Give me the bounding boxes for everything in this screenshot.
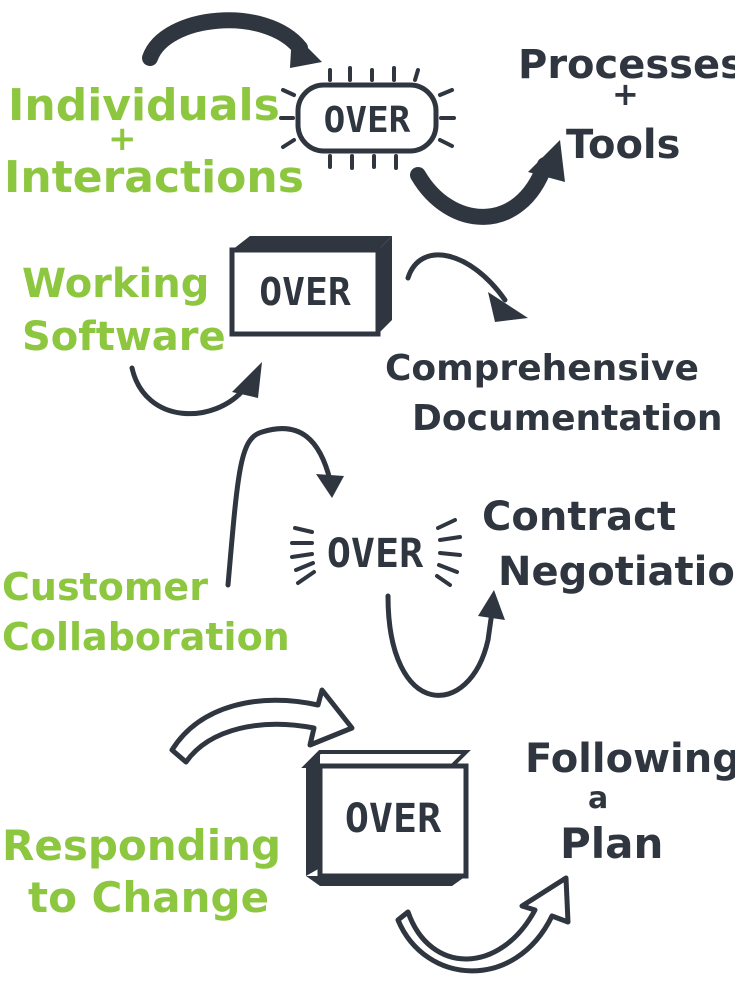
value-row-4: OVER Responding to Change Following a Pl… <box>2 687 735 974</box>
right-label-line: Processes <box>518 42 735 88</box>
over-label: OVER <box>345 796 442 842</box>
over-box: OVER <box>290 518 462 587</box>
right-label-line: Negotiation <box>498 549 735 595</box>
arrowhead <box>232 362 262 398</box>
arrowhead <box>488 292 528 322</box>
over-box: OVER <box>279 66 456 170</box>
arrow-to-right <box>405 252 508 303</box>
left-label-line: Collaboration <box>2 615 290 659</box>
arrow-to-right <box>385 593 495 698</box>
value-row-3: OVER Customer Collaboration Contract Neg… <box>2 426 735 698</box>
right-label-line: Documentation <box>412 398 723 439</box>
left-label-line: Customer <box>2 565 208 609</box>
right-label-line: Plan <box>560 819 663 868</box>
ray-marks <box>290 518 462 587</box>
arrowhead <box>290 32 322 68</box>
over-box: OVER <box>301 750 471 886</box>
arrow-to-over <box>169 687 355 765</box>
arrow-to-over <box>129 365 248 417</box>
left-label-line: to Change <box>28 873 269 922</box>
left-label-line: Software <box>22 314 226 360</box>
arrow-to-right <box>395 875 571 974</box>
value-row-2: Working Software OVER Comprehensive Docu… <box>22 236 723 439</box>
arrowhead <box>528 140 565 182</box>
value-row-1: Individuals + Interactions OVER Pro <box>4 12 735 225</box>
over-label: OVER <box>327 531 424 577</box>
arrowhead <box>316 474 344 498</box>
right-label-line: + <box>612 75 639 113</box>
over-box: OVER <box>229 236 392 337</box>
left-label-line: Responding <box>2 821 281 870</box>
over-label: OVER <box>259 270 351 314</box>
left-label-line: Interactions <box>4 152 304 203</box>
arrow-to-over <box>142 12 308 66</box>
right-label-line: a <box>588 781 608 816</box>
left-label-line: Working <box>22 261 209 307</box>
right-label-line: Comprehensive <box>385 348 699 389</box>
over-label: OVER <box>324 100 411 141</box>
arrowhead <box>478 590 505 620</box>
right-label-line: Tools <box>566 122 680 168</box>
right-label-line: Following <box>525 736 735 782</box>
arrow-to-over <box>225 426 333 588</box>
right-label-line: Contract <box>482 494 676 540</box>
left-label-line: Individuals <box>8 80 280 131</box>
arrow-to-right <box>410 157 553 225</box>
left-label-line: + <box>108 119 137 159</box>
tick-marks <box>279 66 456 170</box>
